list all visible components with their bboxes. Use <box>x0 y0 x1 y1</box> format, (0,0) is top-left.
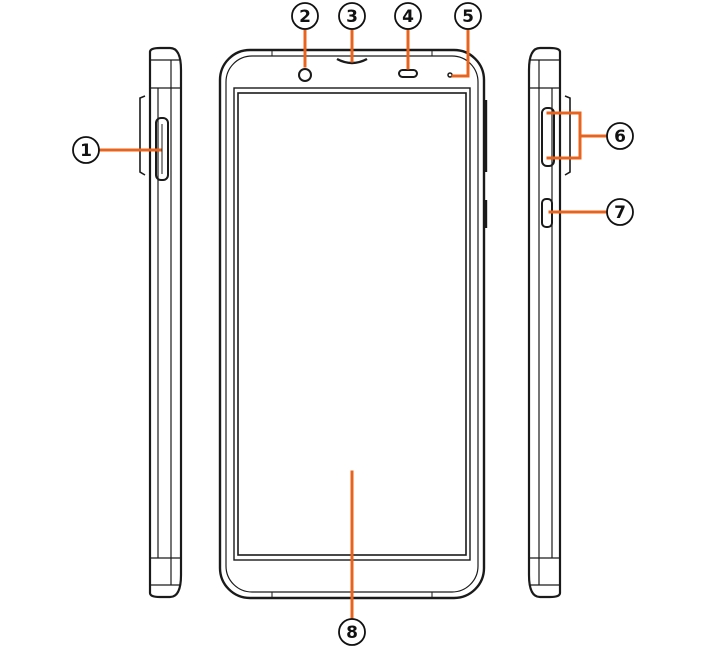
callout-number: 1 <box>80 141 92 161</box>
callout-circle <box>338 618 366 646</box>
volume-buttons <box>541 107 555 167</box>
left-side-body <box>148 46 183 599</box>
right-side-body <box>527 46 562 599</box>
earpiece <box>336 57 368 65</box>
callout-circle <box>454 2 482 30</box>
callout-circle <box>394 2 422 30</box>
indicator-led <box>447 72 453 78</box>
callout-number: 2 <box>299 7 311 27</box>
callout-circle <box>291 2 319 30</box>
callout-5: 5 <box>454 2 482 30</box>
callout-8: 8 <box>338 618 366 646</box>
leader-lines <box>98 26 608 622</box>
callout-number: 5 <box>462 7 474 27</box>
phone-right-side-view <box>527 46 571 599</box>
callout-1: 1 <box>72 136 100 164</box>
leader-5 <box>451 26 470 78</box>
callout-4: 4 <box>394 2 422 30</box>
callout-3: 3 <box>338 2 366 30</box>
callout-circle <box>606 122 634 150</box>
callout-circle <box>338 2 366 30</box>
callout-number: 3 <box>346 7 358 27</box>
callout-2: 2 <box>291 2 319 30</box>
callout-number: 7 <box>614 203 626 223</box>
leader-6 <box>546 111 608 160</box>
phone-left-side-view <box>139 46 183 599</box>
callout-number: 6 <box>614 127 626 147</box>
left-side-edge-detail <box>139 95 146 176</box>
callout-7: 7 <box>606 198 634 226</box>
front-camera <box>298 68 312 82</box>
callout-number: 4 <box>402 7 414 27</box>
callout-circle <box>72 136 100 164</box>
proximity-sensor <box>398 69 418 78</box>
callout-number: 8 <box>346 623 358 643</box>
right-side-edge-detail <box>564 95 571 176</box>
callout-markers: 1 2 3 4 5 6 7 8 <box>72 2 634 646</box>
callout-6: 6 <box>606 122 634 150</box>
callout-circle <box>606 198 634 226</box>
